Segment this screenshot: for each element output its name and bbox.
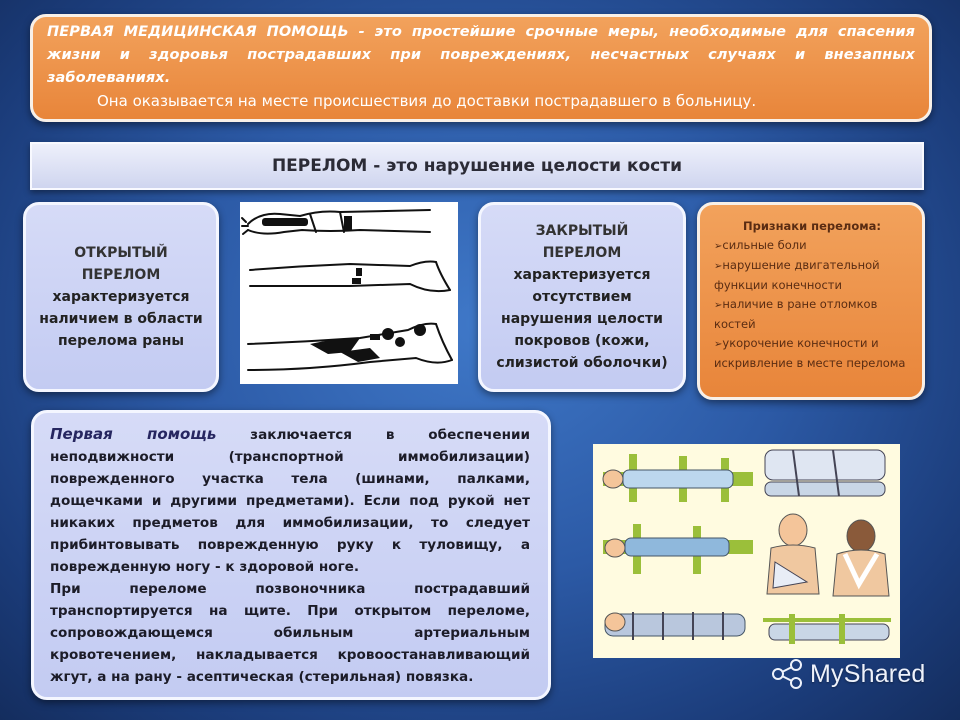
check-arrow-icon: ➢ (714, 300, 723, 311)
check-arrow-icon: ➢ (714, 339, 723, 350)
myshared-logo: MyShared (770, 654, 926, 694)
fracture-illustration (240, 202, 458, 384)
fracture-signs-box: Признаки перелома: ➢сильные боли ➢наруше… (697, 202, 925, 400)
open-fracture-box: ОТКРЫТЫЙ ПЕРЕЛОМ характеризуется наличие… (23, 202, 219, 392)
open-fracture-line-2: наличием в области (39, 311, 203, 327)
banner-lead: ПЕРЕЛОМ (271, 156, 368, 176)
first-aid-text-1: заключается в обеспечении неподвижности … (50, 427, 531, 575)
signs-list-item: ➢укорочение конечности и искривление в м… (714, 336, 906, 370)
closed-fracture-title-2: ПЕРЕЛОМ (542, 245, 622, 261)
open-fracture-line-1: характеризуется (52, 289, 190, 305)
intro-lead: ПЕРВАЯ МЕДИЦИНСКАЯ ПОМОЩЬ (47, 24, 349, 40)
intro-definition: ПЕРВАЯ МЕДИЦИНСКАЯ ПОМОЩЬ - это простейш… (47, 21, 915, 90)
closed-fracture-line-5: слизистой оболочки) (496, 355, 668, 371)
closed-fracture-line-3: нарушения целости (501, 311, 663, 327)
signs-list-item: ➢сильные боли (714, 238, 807, 252)
open-fracture-title-1: ОТКРЫТЫЙ (74, 245, 168, 261)
closed-fracture-box: ЗАКРЫТЫЙ ПЕРЕЛОМ характеризуется отсутст… (478, 202, 686, 392)
closed-fracture-title-1: ЗАКРЫТЫЙ (535, 223, 629, 239)
open-fracture-line-3: перелома раны (57, 333, 185, 349)
check-arrow-icon: ➢ (714, 261, 723, 272)
intro-box: ПЕРВАЯ МЕДИЦИНСКАЯ ПОМОЩЬ - это простейш… (30, 14, 932, 122)
check-arrow-icon: ➢ (714, 241, 723, 252)
closed-fracture-line-2: отсутствием (532, 289, 632, 305)
fracture-drawing (241, 209, 453, 371)
banner-text: - это нарушение целости кости (367, 156, 683, 176)
splints-drawing (602, 449, 891, 644)
first-aid-paragraph-2: При переломе позвоночника пострадавший т… (50, 581, 530, 685)
immobilization-illustration (593, 444, 900, 658)
open-fracture-title-2: ПЕРЕЛОМ (81, 267, 161, 283)
signs-list: ➢сильные боли ➢нарушение двигательной фу… (714, 236, 910, 373)
intro-note: Она оказывается на месте происшествия до… (97, 92, 757, 110)
signs-title: Признаки перелома: (742, 219, 882, 233)
first-aid-paragraph-1: Первая помощь заключается в обеспечении … (50, 423, 530, 578)
first-aid-lead: Первая помощь (50, 425, 217, 443)
share-icon (772, 659, 802, 689)
closed-fracture-line-4: покровов (кожи, (514, 333, 650, 349)
closed-fracture-line-1: характеризуется (513, 267, 651, 283)
first-aid-box: Первая помощь заключается в обеспечении … (31, 410, 551, 700)
logo-text: MyShared (810, 659, 926, 688)
signs-list-item: ➢нарушение двигательной функции конечнос… (714, 258, 880, 292)
intro-definition-text: - это простейшие срочные меры, необходим… (47, 24, 915, 86)
fracture-definition-banner: ПЕРЕЛОМ - это нарушение целости кости (30, 142, 924, 190)
signs-list-item: ➢наличие в ране отломков костей (714, 297, 878, 331)
